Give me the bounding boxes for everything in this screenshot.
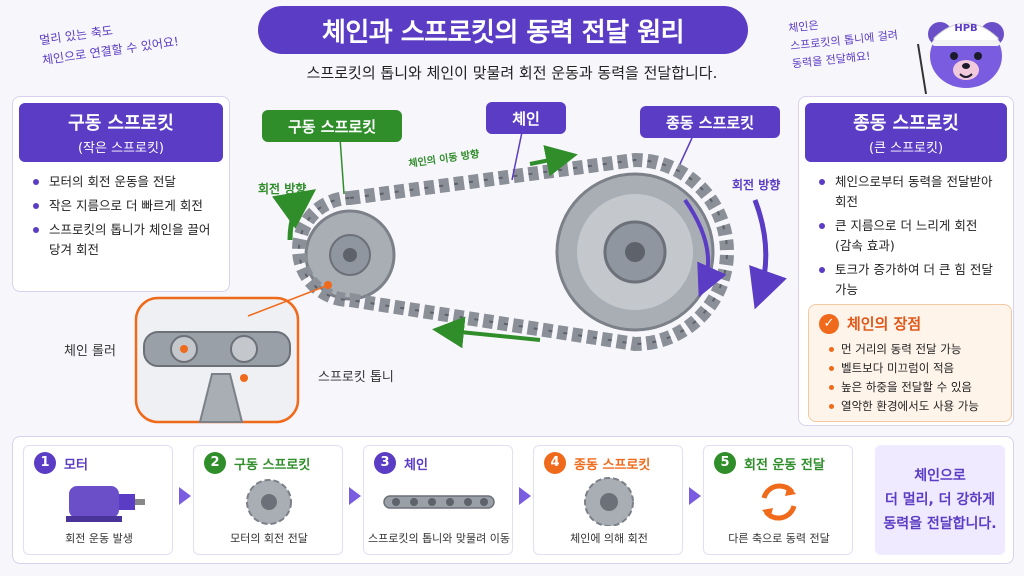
step-number: 3 xyxy=(374,452,396,474)
chain-roller-label: 체인 롤러 xyxy=(64,344,116,359)
chain-sprocket-diagram xyxy=(271,131,787,352)
drive-sprocket-bullets: 모터의 회전 운동을 전달 작은 지름으로 더 빠르게 회전 스프로킷의 톱니가… xyxy=(19,162,223,260)
flow-step-drive-sprocket: 2 구동 스프로킷 모터의 회전 전달 xyxy=(193,445,343,555)
zoom-inset xyxy=(134,296,300,424)
step-desc: 다른 축으로 동력 전달 xyxy=(728,532,830,545)
step-title: 모터 xyxy=(64,458,88,473)
flow-step-output: 5 회전 운동 전달 다른 축으로 동력 전달 xyxy=(703,445,853,555)
bullet-item: 토크가 증가하여 더 큰 힘 전달 가능 xyxy=(819,260,997,300)
motor-icon xyxy=(66,486,145,522)
drive-sprocket-tag: 구동 스프로킷 xyxy=(262,110,402,142)
rotation-cycle-icon xyxy=(761,483,797,521)
bullet-item: 체인으로부터 동력을 전달받아 회전 xyxy=(819,172,997,212)
handwritten-note-left: 멀리 있는 축도 체인으로 연결할 수 있어요! xyxy=(38,6,222,71)
driven-sprocket-subtitle: (큰 스프로킷) xyxy=(868,141,944,156)
conclusion-text: 체인으로 더 멀리, 더 강하게 동력을 전달합니다. xyxy=(883,468,997,532)
chain-advantages-box: ✓ 체인의 장점 먼 거리의 동력 전달 가능 벨트보다 미끄럼이 적음 높은 … xyxy=(808,304,1012,422)
driven-sprocket-title: 종동 스프로킷 xyxy=(853,113,959,134)
advantage-item: 높은 하중을 전달할 수 있음 xyxy=(829,378,1001,397)
step-title: 종동 스프로킷 xyxy=(574,458,651,473)
sprocket-tooth-label: 스프로킷 톱니 xyxy=(318,370,394,385)
advantages-list: 먼 거리의 동력 전달 가능 벨트보다 미끄럼이 적음 높은 하중을 전달할 수… xyxy=(809,338,1011,416)
step-desc: 체인에 의해 회전 xyxy=(570,532,648,545)
zoom-connector xyxy=(247,281,332,317)
driven-sprocket-header: 종동 스프로킷 (큰 스프로킷) xyxy=(805,103,1007,162)
advantages-title: 체인의 장점 xyxy=(847,315,922,333)
drive-sprocket-subtitle: (작은 스프로킷) xyxy=(77,141,165,156)
step-number: 4 xyxy=(544,452,566,474)
mascot-cap-text: HPB xyxy=(954,23,977,34)
step-title: 회전 운동 전달 xyxy=(744,458,825,473)
bullet-item: 모터의 회전 운동을 전달 xyxy=(33,172,213,192)
driven-rotation-label: 회전 방향 xyxy=(732,178,781,192)
flow-step-chain: 3 체인 스프로킷의 톱니와 맞물려 이동 xyxy=(363,445,513,555)
large-sprocket-icon xyxy=(584,477,634,526)
chain-tag: 체인 xyxy=(486,102,566,134)
step-desc: 회전 운동 발생 xyxy=(65,532,133,545)
drive-sprocket-header: 구동 스프로킷 (작은 스프로킷) xyxy=(19,103,223,162)
step-number: 1 xyxy=(34,452,56,474)
flow-arrow-icon xyxy=(519,487,531,505)
process-flow: 1 모터 회전 운동 발생 2 구동 스프로킷 모터의 회전 전달 3 체인 스… xyxy=(12,436,1014,564)
step-desc: 스프로킷의 톱니와 맞물려 이동 xyxy=(367,532,511,545)
page-subtitle: 스프로킷의 톱니와 체인이 맞물려 회전 운동과 동력을 전달합니다. xyxy=(306,64,718,82)
title-banner: 체인과 스프로킷의 동력 전달 원리 xyxy=(258,6,748,54)
advantage-item: 열악한 환경에서도 사용 가능 xyxy=(829,397,1001,416)
flow-arrow-icon xyxy=(349,487,361,505)
chain-direction-arrow xyxy=(529,145,578,177)
step-desc: 모터의 회전 전달 xyxy=(230,532,308,545)
driven-sprocket-icon xyxy=(555,172,715,332)
drive-sprocket-title: 구동 스프로킷 xyxy=(68,113,174,134)
step-number: 5 xyxy=(714,452,736,474)
bullet-item: 큰 지름으로 더 느리게 회전 (감속 효과) xyxy=(819,216,997,256)
flow-step-motor: 1 모터 회전 운동 발생 xyxy=(23,445,173,555)
drive-rotation-label: 회전 방향 xyxy=(258,182,307,196)
step-number: 2 xyxy=(204,452,226,474)
advantage-item: 벨트보다 미끄럼이 적음 xyxy=(829,359,1001,378)
driven-sprocket-bullets: 체인으로부터 동력을 전달받아 회전 큰 지름으로 더 느리게 회전 (감속 효… xyxy=(805,162,1007,300)
bullet-item: 스프로킷의 톱니가 체인을 끌어당겨 회전 xyxy=(33,220,213,260)
handwritten-note-right: 체인은 스프로킷의 톱니에 걸려 동력을 전달해요! xyxy=(787,8,902,73)
bullet-item: 작은 지름으로 더 빠르게 회전 xyxy=(33,196,213,216)
drive-sprocket-panel: 구동 스프로킷 (작은 스프로킷) 모터의 회전 운동을 전달 작은 지름으로 … xyxy=(12,96,230,292)
flow-step-driven-sprocket: 4 종동 스프로킷 체인에 의해 회전 xyxy=(533,445,683,555)
flow-arrow-icon xyxy=(179,487,191,505)
step-title: 체인 xyxy=(404,458,428,473)
drive-rotation-arrow xyxy=(271,189,317,241)
check-icon: ✓ xyxy=(819,313,839,334)
driven-sprocket-tag: 종동 스프로킷 xyxy=(640,106,780,138)
bear-mascot-icon: HPB xyxy=(917,22,1004,95)
chain-icon xyxy=(383,495,495,509)
small-sprocket-icon xyxy=(246,479,292,525)
page-title: 체인과 스프로킷의 동력 전달 원리 xyxy=(321,17,685,48)
return-direction-arrow xyxy=(432,316,541,349)
driven-rotation-arrow xyxy=(749,199,787,310)
advantage-item: 먼 거리의 동력 전달 가능 xyxy=(829,340,1001,359)
flow-arrow-icon xyxy=(689,487,701,505)
step-title: 구동 스프로킷 xyxy=(234,458,311,473)
conclusion-box: 체인으로 더 멀리, 더 강하게 동력을 전달합니다. xyxy=(875,445,1005,555)
